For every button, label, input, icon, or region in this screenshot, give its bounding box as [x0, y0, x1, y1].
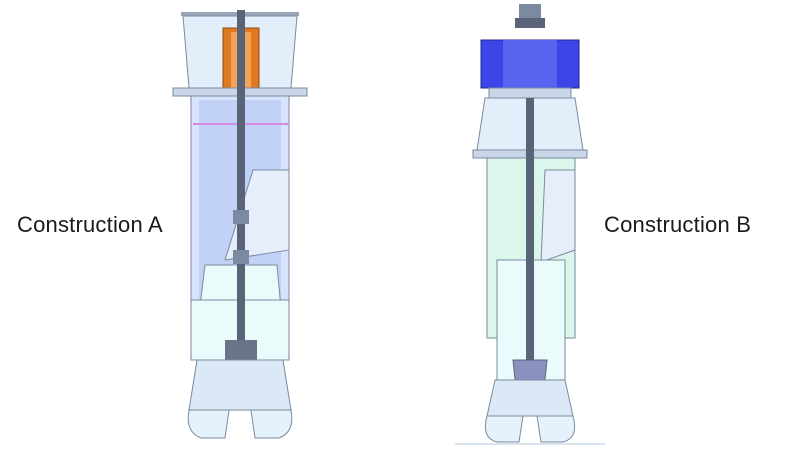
construction-b-label: Construction B: [604, 212, 752, 237]
pump-b-suction-bell: [455, 379, 605, 445]
construction-a-label: Construction A: [17, 212, 163, 237]
pump-a-drawing: [172, 10, 308, 439]
pump-b-motor: [480, 4, 580, 99]
pump-b-drawing: [455, 4, 605, 445]
pump-a-suction-bell: [187, 359, 293, 439]
